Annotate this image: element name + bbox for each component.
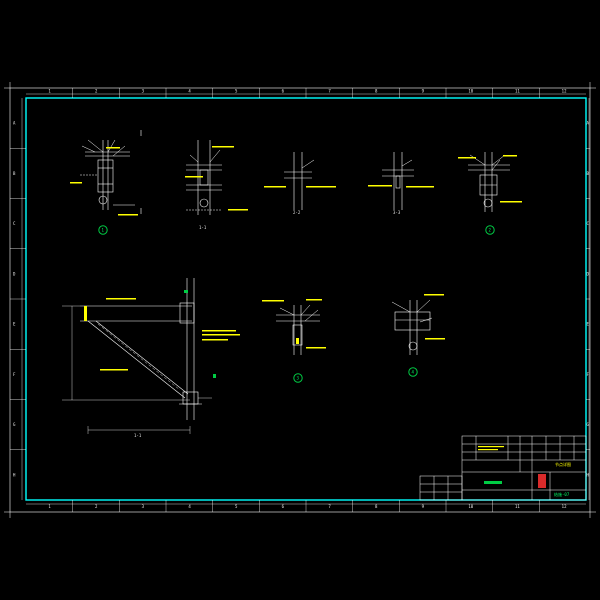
zone-letter-left: E — [13, 322, 16, 327]
zone-number-bottom: 1 — [48, 504, 51, 509]
outer-frame — [9, 87, 591, 513]
section-3-3-label: 3-3 — [393, 210, 401, 215]
truss-callout-mid-1 — [202, 330, 236, 332]
section-1-1-callout-right — [228, 209, 248, 211]
zone-letter-right: H — [587, 472, 590, 477]
section-3-3-callout-left — [368, 185, 392, 187]
zone-letter-left: G — [13, 422, 16, 427]
detail-3-marker-label: 3 — [297, 376, 300, 381]
zone-letter-left: B — [13, 171, 16, 176]
zone-ticks — [10, 88, 590, 512]
detail-2-callout-top — [458, 157, 476, 159]
zone-number-bottom: 4 — [188, 504, 191, 509]
truss-green-tag-2 — [213, 374, 216, 378]
section-1-1-callout-top — [212, 146, 234, 148]
detail-4-marker — [408, 367, 418, 377]
zone-letter-left: F — [13, 372, 16, 377]
truss-section-label: 1-1 — [134, 433, 142, 438]
section-2-2-callout-right — [306, 186, 336, 188]
detail-4-callout-top — [424, 294, 444, 296]
detail-1-callout-left — [70, 182, 82, 184]
zone-letter-right: A — [587, 121, 590, 126]
detail-2-marker-label: 2 — [489, 228, 492, 233]
detail-4-drawing — [391, 299, 433, 355]
detail-3-marker — [293, 373, 303, 383]
truss-callout-top — [106, 298, 136, 300]
zone-letters: A A B B C C D D E E F F G G H H — [13, 121, 590, 478]
truss-green-tag-1 — [184, 290, 188, 293]
zone-letter-right: C — [587, 221, 590, 226]
zone-number-top: 2 — [95, 89, 98, 94]
zone-number-bottom: 10 — [468, 504, 473, 509]
title-block-drawing-name: 节点详图 — [555, 461, 571, 467]
detail-3-weld-mark — [296, 338, 299, 344]
zone-letter-right: F — [587, 372, 590, 377]
section-2-2-drawing — [284, 152, 315, 210]
detail-2-drawing — [468, 152, 510, 212]
section-1-1-label: 1-1 — [199, 225, 207, 230]
title-block-green-field — [484, 481, 502, 484]
corner-marks — [4, 82, 596, 518]
zone-number-top: 7 — [328, 89, 331, 94]
zone-number-bottom: 8 — [375, 504, 378, 509]
detail-1-marker-label: 1 — [102, 228, 105, 233]
title-block-note-2 — [478, 449, 498, 451]
zone-letter-left: H — [13, 472, 16, 477]
section-2-2-callout — [264, 186, 286, 188]
zone-number-top: 12 — [562, 89, 567, 94]
zone-number-top: 8 — [375, 89, 378, 94]
detail-1-marker — [98, 225, 108, 235]
zone-number-top: 3 — [142, 89, 145, 94]
zone-number-top: 9 — [422, 89, 425, 94]
zone-letter-right: E — [587, 322, 590, 327]
zone-number-bottom: 2 — [95, 504, 98, 509]
title-block-logo-mark — [538, 474, 546, 488]
truss-chord-highlight — [84, 306, 87, 321]
truss-callout-diag — [100, 369, 128, 371]
detail-1-drawing — [80, 130, 142, 214]
section-2-2-label: 2-2 — [293, 210, 301, 215]
truss-callout-mid-3 — [202, 339, 228, 341]
zone-number-top: 11 — [515, 89, 520, 94]
truss-elevation-drawing — [62, 278, 212, 434]
zone-number-bottom: 5 — [235, 504, 238, 509]
zone-number-top: 4 — [188, 89, 191, 94]
truss-callout-mid-2 — [202, 334, 240, 336]
zone-letter-left: C — [13, 221, 16, 226]
zone-number-bottom: 9 — [422, 504, 425, 509]
title-block-note-1 — [478, 446, 504, 448]
detail-3-callout-top-right — [306, 299, 322, 301]
zone-number-bottom: 6 — [282, 504, 285, 509]
detail-4-callout-right — [425, 338, 445, 340]
detail-1-callout-right — [118, 214, 138, 216]
detail-2-callout-right — [500, 201, 522, 203]
zone-number-top: 6 — [282, 89, 285, 94]
zone-number-bottom: 3 — [142, 504, 145, 509]
zone-letter-right: D — [587, 271, 590, 276]
detail-3-callout-top — [262, 300, 284, 302]
detail-4-marker-label: 4 — [412, 370, 415, 375]
detail-2-callout-top-right — [503, 155, 517, 157]
zone-letter-right: B — [587, 171, 590, 176]
zone-number-bottom: 7 — [328, 504, 331, 509]
zone-letter-left: D — [13, 271, 16, 276]
title-block-drawing-number: 结施-07 — [554, 491, 570, 497]
detail-3-callout-right — [306, 347, 326, 349]
detail-1-callout-top — [106, 147, 120, 149]
section-1-1-callout-left — [185, 176, 203, 178]
zone-number-top: 10 — [468, 89, 473, 94]
section-3-3-drawing — [382, 152, 414, 210]
zone-number-bottom: 11 — [515, 504, 520, 509]
section-3-3-callout-right — [406, 186, 434, 188]
zone-number-top: 1 — [48, 89, 51, 94]
title-block — [419, 435, 587, 501]
detail-3-drawing — [276, 304, 320, 355]
detail-2-marker — [485, 225, 495, 235]
zone-number-top: 5 — [235, 89, 238, 94]
zone-letter-left: A — [13, 121, 16, 126]
zone-letter-right: G — [587, 422, 590, 427]
zone-number-bottom: 12 — [562, 504, 567, 509]
